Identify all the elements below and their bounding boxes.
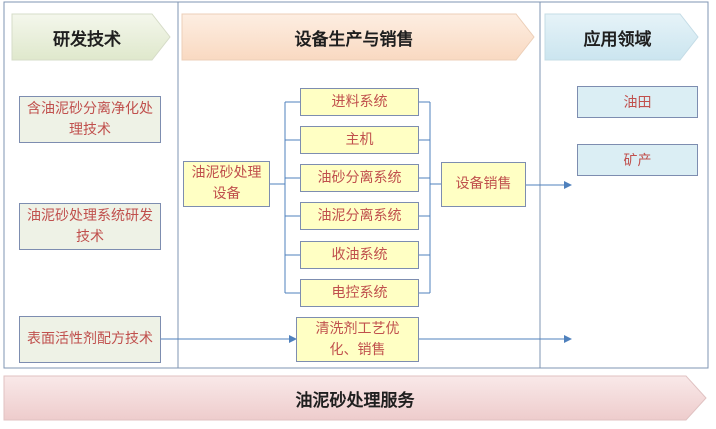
subsystem-oil-sludge-separation: 油泥分离系统 bbox=[300, 202, 419, 230]
application-oilfield: 油田 bbox=[577, 86, 698, 118]
research-item-system: 油泥砂处理系统研发技术 bbox=[19, 203, 161, 250]
research-item-surfactant: 表面活性剂配方技术 bbox=[19, 316, 161, 363]
header-chevron-application bbox=[544, 13, 699, 61]
header-production: 设备生产与销售 bbox=[294, 29, 414, 50]
footer-banner-shape bbox=[3, 375, 707, 421]
subsystem-main-unit: 主机 bbox=[300, 126, 419, 154]
subsystem-electric-control: 电控系统 bbox=[300, 279, 419, 307]
application-mining: 矿产 bbox=[577, 144, 698, 176]
header-application: 应用领域 bbox=[583, 29, 652, 50]
header-chevron-production bbox=[181, 13, 535, 61]
cleaning-box: 清洗剂工艺优化、销售 bbox=[296, 317, 419, 362]
research-item-separation: 含油泥砂分离净化处理技术 bbox=[19, 96, 161, 143]
header-chevron-research bbox=[11, 13, 171, 61]
sales-box: 设备销售 bbox=[441, 162, 526, 207]
subsystem-oil-sand-separation: 油砂分离系统 bbox=[300, 164, 419, 192]
subsystem-feed: 进料系统 bbox=[300, 88, 419, 116]
device-box: 油泥砂处理设备 bbox=[183, 161, 270, 207]
subsystem-oil-recovery: 收油系统 bbox=[300, 241, 419, 269]
footer-service: 油泥砂处理服务 bbox=[295, 390, 415, 411]
columns-frame bbox=[3, 1, 709, 369]
header-research: 研发技术 bbox=[53, 29, 121, 50]
